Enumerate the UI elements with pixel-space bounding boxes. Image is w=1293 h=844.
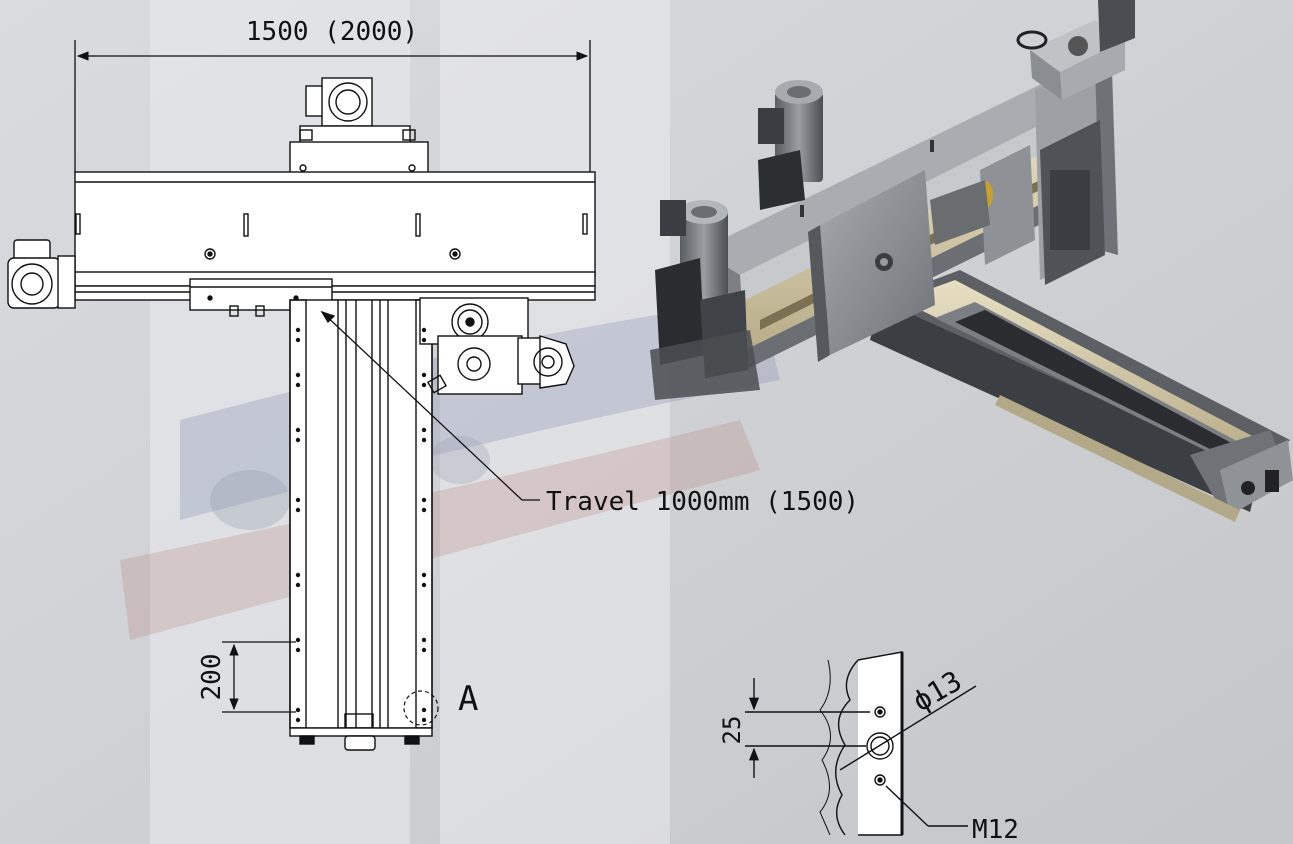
left-motor-icon (7, 239, 76, 309)
bolt-dot (295, 437, 301, 443)
bolt-dot (421, 427, 427, 433)
front-view (7, 77, 596, 751)
bolt-dot (421, 327, 427, 333)
bolt-dot (295, 327, 301, 333)
spacing-dimension (222, 641, 296, 713)
bolt-dot (295, 497, 301, 503)
detail-label: A (458, 679, 478, 719)
travel-leader (320, 310, 540, 501)
column-bolts (295, 327, 427, 723)
bolt-dot (421, 382, 427, 388)
bolt-dot (421, 497, 427, 503)
bolt-dot (295, 717, 301, 723)
bolt-dot (421, 637, 427, 643)
bolt-dot (421, 707, 427, 713)
detail-view (745, 651, 977, 836)
vertical-column (289, 299, 433, 729)
travel-label: Travel 1000mm (1500) (546, 487, 859, 517)
bolt-dot (295, 507, 301, 513)
bolt-dot (295, 647, 301, 653)
bolt-dot (295, 372, 301, 378)
bolt-dot (421, 647, 427, 653)
bolt-dot (421, 507, 427, 513)
handwheel-icon (419, 297, 575, 395)
bolt-dot (421, 582, 427, 588)
overall-width-label: 1500 (2000) (246, 17, 418, 47)
bolt-dot (421, 372, 427, 378)
detail-marker (403, 690, 439, 726)
bolt-dot (295, 637, 301, 643)
bolt-dot (421, 437, 427, 443)
detail-spacing-label: 25 (718, 716, 746, 745)
bolt-dot (295, 582, 301, 588)
bolt-dot (295, 337, 301, 343)
bolt-dot (421, 572, 427, 578)
top-motor-icon (289, 77, 429, 179)
main-beam (74, 171, 596, 277)
overall-width-dimension (74, 40, 591, 172)
bolt-dot (421, 717, 427, 723)
bolt-dot (295, 382, 301, 388)
bolt-dot (295, 572, 301, 578)
bolt-dot (421, 337, 427, 343)
thread-label: M12 (972, 815, 1019, 844)
bolt-dot (295, 427, 301, 433)
bolt-dot (295, 707, 301, 713)
spacing-label: 200 (197, 654, 227, 701)
isometric-render (650, 0, 1293, 522)
